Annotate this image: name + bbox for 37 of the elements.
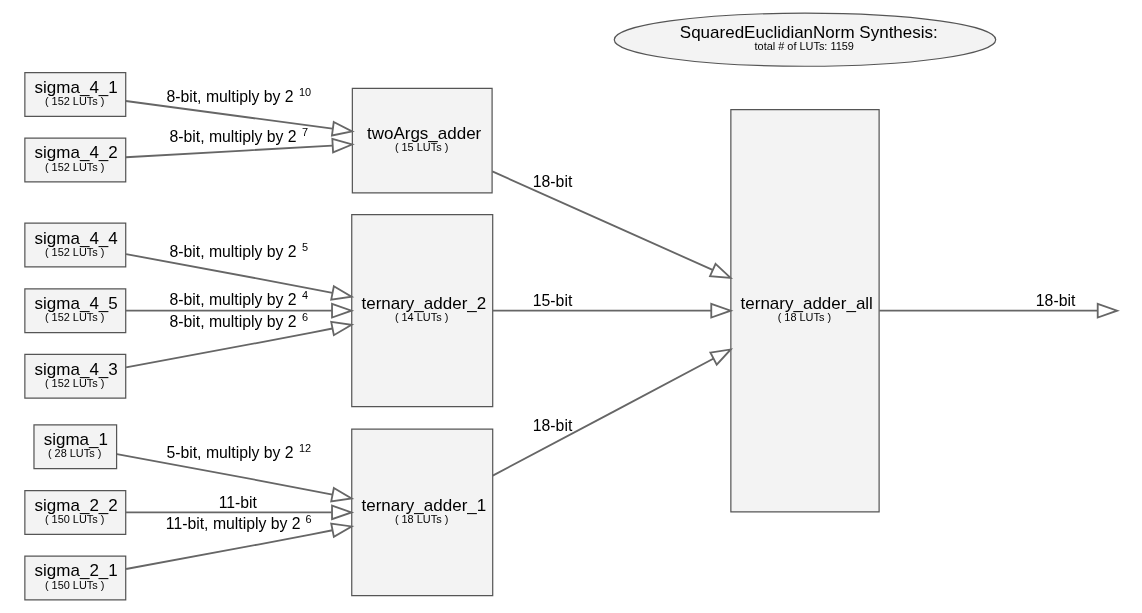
node-box: twoArgs_adder ( 15 LUTs ) [351, 87, 493, 194]
edge-label: 8-bit, multiply by 2$^{7}$ [168, 126, 308, 146]
arrow [491, 348, 733, 477]
node-box: ternary_adder_1 ( 18 LUTs ) [350, 428, 493, 597]
edge-label: 8-bit, multiply by 2$^{6}$ [168, 310, 308, 330]
node-box: sigma_4_5 ( 152 LUTs ) [23, 288, 126, 334]
arrow [490, 170, 733, 280]
edge-label: 18-bit [1035, 292, 1075, 310]
edge-label: 11-bit, multiply by 2$^{6}$ [165, 512, 312, 532]
node-ellipse: SquaredEuclidianNorm Synthesis: total # of LUTs: 1159 [613, 12, 996, 67]
edge-label: 18-bit [532, 417, 572, 435]
node-box: sigma_4_2 ( 152 LUTs ) [23, 137, 126, 183]
arrow [124, 302, 354, 319]
node-box: sigma_2_1 ( 150 LUTs ) [23, 555, 126, 601]
arrow [124, 504, 354, 521]
node-box: sigma_4_4 ( 152 LUTs ) [23, 222, 126, 268]
edge-label: 18-bit [532, 173, 572, 191]
edge-label: 8-bit, multiply by 2$^{5}$ [168, 240, 308, 260]
edge-label: 11-bit [218, 494, 257, 512]
node-box: sigma_1 ( 28 LUTs ) [32, 424, 117, 470]
node-box: sigma_4_3 ( 152 LUTs ) [23, 353, 126, 399]
node-box: ternary_adder_2 ( 14 LUTs ) [350, 214, 493, 408]
node-box: sigma_2_2 ( 150 LUTs ) [23, 489, 126, 535]
arrow [124, 522, 354, 570]
node-box: ternary_adder_all ( 18 LUTs ) [729, 109, 880, 513]
arrow [491, 302, 733, 319]
arrow [115, 453, 354, 503]
arrow [124, 320, 354, 369]
edge-label: 8-bit, multiply by 2$^{4}$ [168, 289, 308, 309]
edge-label: 8-bit, multiply by 2$^{10}$ [165, 86, 311, 106]
edge-label: 5-bit, multiply by 2$^{12}$ [165, 442, 311, 462]
arrow [124, 100, 355, 137]
arrow [124, 253, 354, 301]
node-box: sigma_4_1 ( 152 LUTs ) [23, 71, 126, 117]
arrow [124, 137, 355, 159]
edge-label: 15-bit [532, 292, 572, 310]
arrow [877, 302, 1120, 319]
